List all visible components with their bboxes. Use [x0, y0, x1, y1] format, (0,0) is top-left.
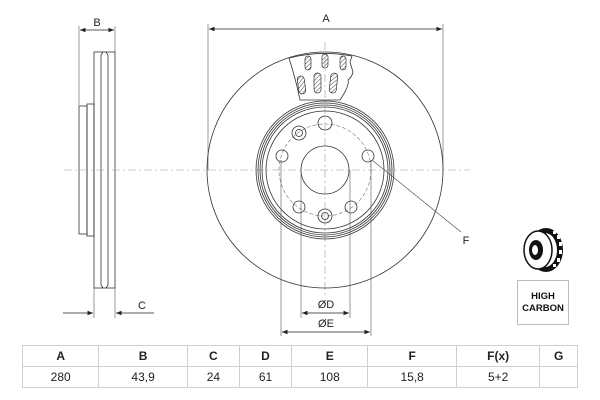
value-f: 15,8 [367, 366, 457, 388]
header-f: F [367, 345, 457, 367]
value-fx: 5+2 [455, 366, 541, 388]
cooling-vanes [296, 53, 347, 95]
header-e: E [291, 345, 369, 367]
dimension-label-f: F [463, 235, 470, 247]
dimension-label-b: B [93, 17, 100, 29]
dimension-label-d: ØD [318, 299, 335, 311]
high-carbon-badge: HIGH CARBON [517, 280, 569, 325]
value-c: 24 [186, 366, 240, 388]
value-g [539, 366, 578, 388]
table-row: 280 43,9 24 61 108 15,8 5+2 [21, 366, 578, 388]
header-d: D [238, 345, 293, 367]
value-e: 108 [291, 366, 369, 388]
value-a: 280 [21, 366, 100, 388]
value-d: 61 [238, 366, 293, 388]
brake-disc-icon [523, 228, 563, 272]
side-view [63, 26, 154, 318]
badge-line-1: HIGH [531, 290, 555, 302]
header-a: A [21, 345, 100, 367]
dimension-label-a: A [322, 13, 330, 25]
value-b: 43,9 [98, 366, 188, 388]
badge-line-2: CARBON [522, 302, 564, 314]
dimension-label-c: C [138, 300, 146, 312]
table-header-row: A B C D E F F(x) G [21, 345, 578, 367]
header-c: C [186, 345, 240, 367]
brake-disc-technical-drawing: B C [63, 13, 470, 336]
header-b: B [98, 345, 188, 367]
dimension-label-e: ØE [318, 318, 334, 330]
diameter-dimensions [280, 159, 462, 336]
header-g: G [539, 345, 578, 367]
specifications-table: A B C D E F F(x) G 280 43,9 24 61 108 15… [21, 345, 578, 388]
header-fx: F(x) [455, 345, 541, 367]
